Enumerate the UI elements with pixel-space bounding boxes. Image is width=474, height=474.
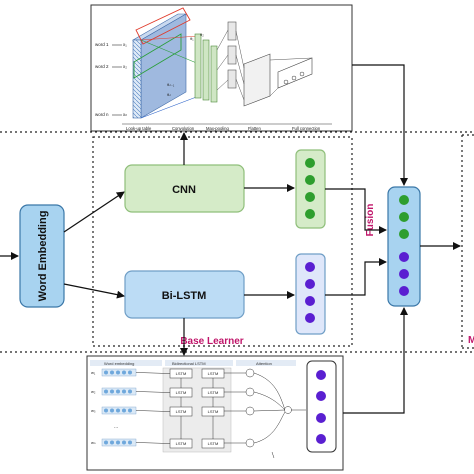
cnn-stage-label: Full connection xyxy=(292,126,321,131)
cnn-token-label: x₁ xyxy=(123,42,127,47)
cnn-node-label: θ₂ xyxy=(200,32,204,37)
bilstm-node: Bi-LSTM xyxy=(124,270,245,319)
lstm-cell-label: LSTM xyxy=(208,371,219,376)
lstm-cell-label: LSTM xyxy=(208,441,219,446)
lstm-inset: Word embedding Bidirectional LSTM Attent… xyxy=(86,355,344,471)
bilstm-label: Bi-LSTM xyxy=(162,290,207,302)
cnn-word-label: word 2 xyxy=(95,64,109,69)
cnn-stage-label: Convolution xyxy=(172,126,195,131)
word-embedding-label: Word Embedding xyxy=(37,211,49,302)
cnn-stage-label: Max-pooling xyxy=(206,126,229,131)
cnn-stage-label: Flatten xyxy=(248,126,261,131)
cnn-token-label: x₂ xyxy=(123,64,127,69)
lstm-token-label: w₃ xyxy=(91,408,96,413)
dashed-boundaries xyxy=(0,131,474,353)
cnn-output-vector xyxy=(295,149,326,229)
lstm-dots: ... xyxy=(114,424,118,430)
lstm-header-mid: Bidirectional LSTM xyxy=(172,361,206,366)
lstm-token-label: wₙ xyxy=(91,440,96,445)
cnn-node-label: θₙ₋₁ xyxy=(167,82,175,87)
fusion-vector xyxy=(387,186,421,307)
fusion-label: Fusion xyxy=(365,204,376,237)
cnn-label: CNN xyxy=(172,184,196,196)
cnn-inset: word 1 word 2 word n x₁ x₂ xₙ θ₁ θ₂ θₙ₋₁… xyxy=(90,4,353,132)
lstm-cell-label: LSTM xyxy=(176,371,187,376)
cnn-stage-label: Look-up table xyxy=(126,126,152,131)
cnn-token-label: xₙ xyxy=(123,112,127,117)
bilstm-output-vector xyxy=(295,253,326,335)
lstm-header-right: Attention xyxy=(256,361,272,366)
lstm-token-label: w₁ xyxy=(91,370,96,375)
lstm-cell-label: LSTM xyxy=(208,409,219,414)
lstm-cell-label: LSTM xyxy=(176,441,187,446)
lstm-cell-label: LSTM xyxy=(176,390,187,395)
right-partial-label: M xyxy=(468,335,474,346)
cnn-word-label: word n xyxy=(95,112,109,117)
lstm-token-label: w₂ xyxy=(91,389,96,394)
lstm-header-left: Word embedding xyxy=(104,361,134,366)
word-embedding-node: Word Embedding xyxy=(19,204,65,308)
lstm-cell-label: LSTM xyxy=(176,409,187,414)
cnn-word-label: word 1 xyxy=(95,42,109,47)
connector-arrows xyxy=(63,64,461,414)
cnn-node-label: θₙ xyxy=(167,92,171,97)
lstm-cell-label: LSTM xyxy=(208,390,219,395)
base-learner-label: Base Learner xyxy=(180,336,243,347)
cnn-node: CNN xyxy=(124,164,245,213)
cnn-node-label: θ₁ xyxy=(190,36,194,41)
